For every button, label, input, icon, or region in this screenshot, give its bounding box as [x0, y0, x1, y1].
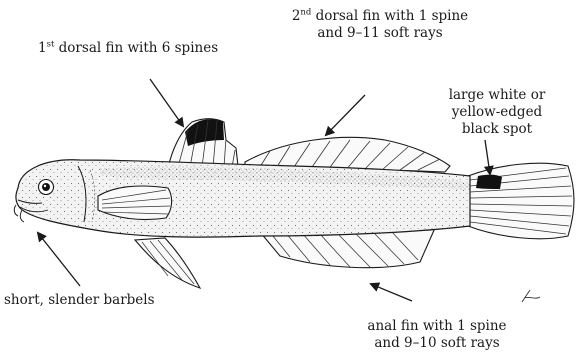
label-black-spot: large white or yellow-edged black spot — [432, 87, 562, 138]
artist-signature — [522, 290, 540, 302]
pelvic-fin — [135, 238, 200, 288]
barbel — [14, 205, 18, 216]
arrow-first-dorsal — [150, 79, 183, 126]
caudal-fin — [468, 163, 574, 239]
label-first-dorsal-fin: 1st dorsal fin with 6 spines — [38, 40, 218, 57]
caudal-black-spot — [476, 175, 502, 189]
label-anal-fin: anal fin with 1 spine and 9–10 soft rays — [352, 318, 522, 352]
fish-body — [16, 160, 470, 237]
label-barbels: short, slender barbels — [4, 292, 155, 309]
label-second-dorsal-fin: 2nd dorsal fin with 1 spine and 9–11 sof… — [270, 8, 490, 42]
arrow-black-spot — [485, 140, 490, 174]
pectoral-fin — [98, 186, 172, 220]
arrow-anal-fin — [371, 284, 412, 301]
arrow-barbels — [38, 233, 80, 286]
arrow-second-dorsal — [326, 95, 365, 135]
first-dorsal-fin — [168, 119, 238, 168]
